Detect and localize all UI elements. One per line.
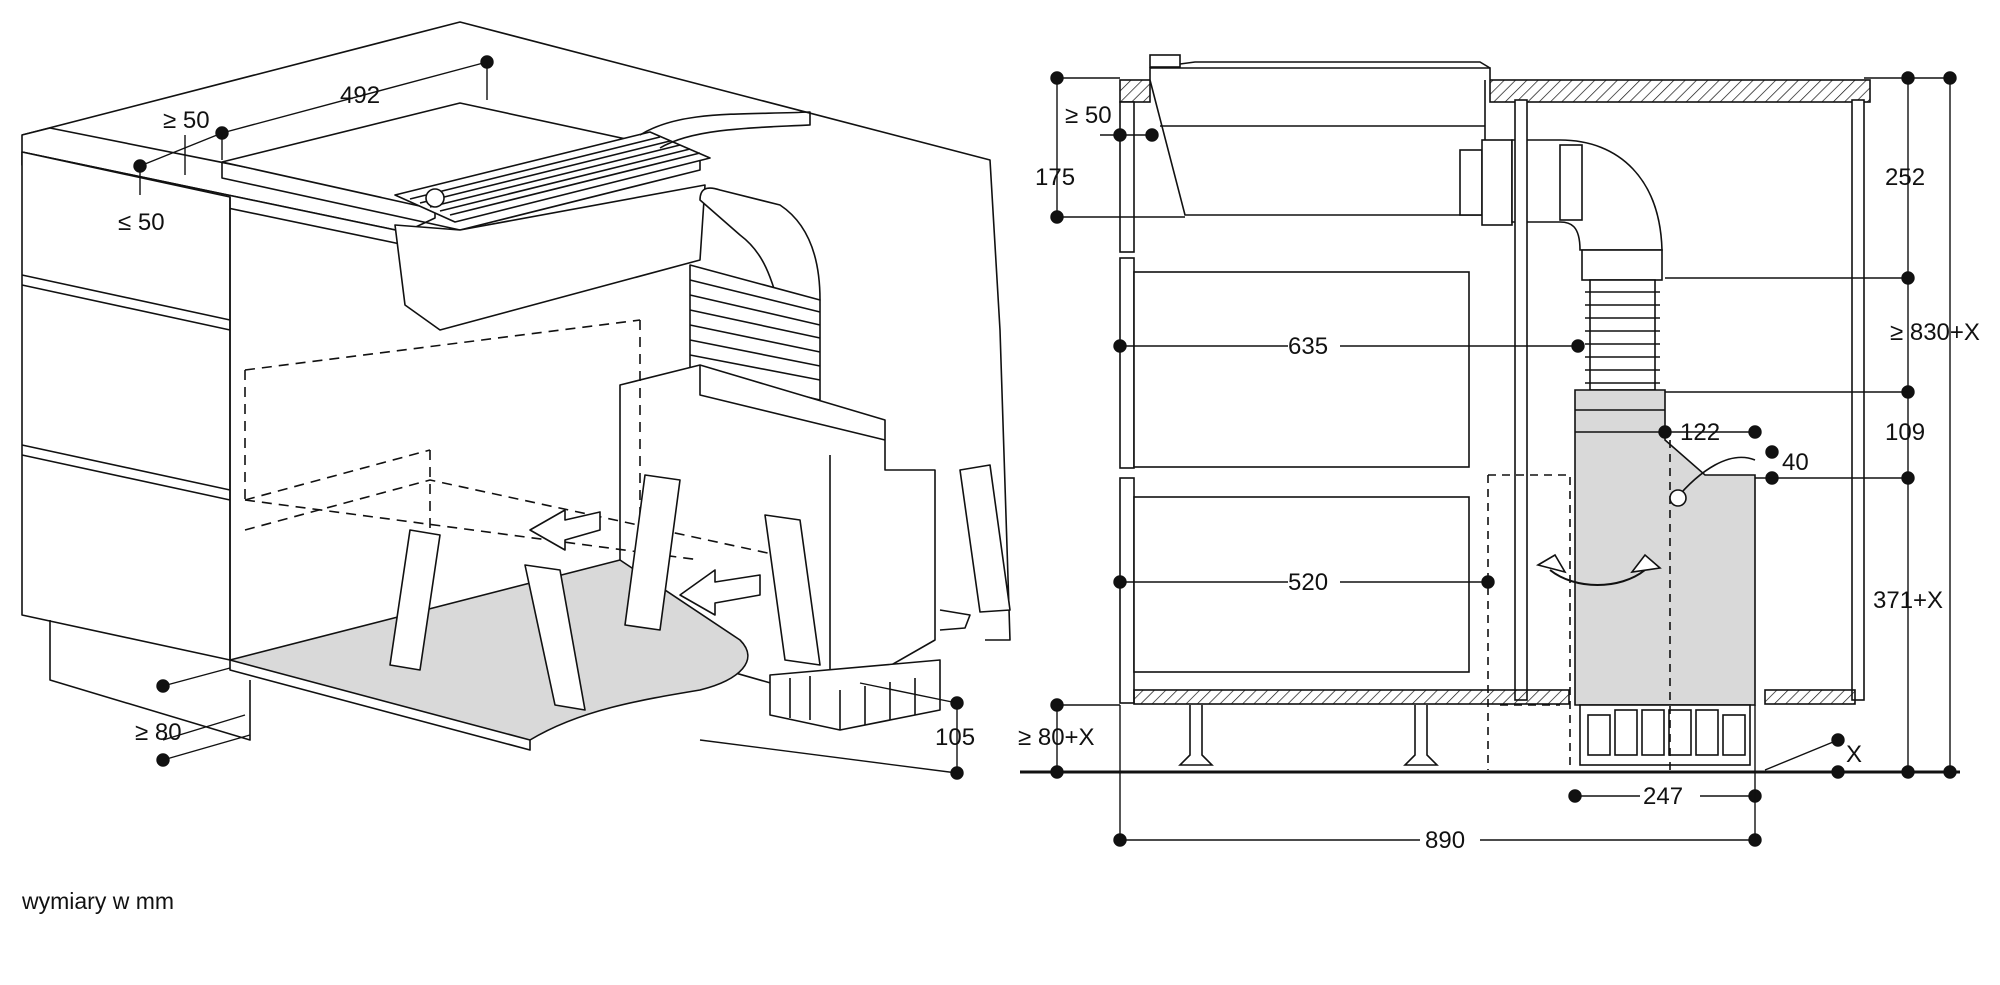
cabinet-side-board xyxy=(1514,99,1528,701)
back-wall-outline xyxy=(21,21,1011,641)
right-bellows xyxy=(1585,279,1660,391)
left-dimensions xyxy=(133,55,964,780)
bottom-shelf-right xyxy=(1764,689,1856,705)
right-dim-labels: ≥ 50 175 252 ≥ 830+X 635 122 40 109 371+… xyxy=(1018,102,1980,854)
dim-label-109: 109 xyxy=(1885,419,1925,446)
units-caption: wymiary w mm xyxy=(22,888,175,914)
arrow-left-1 xyxy=(529,509,601,551)
drawer-box-lower xyxy=(1133,496,1470,673)
drawer-front-2 xyxy=(1119,257,1135,469)
hob-top xyxy=(1149,67,1491,80)
drawer-box-upper xyxy=(1133,271,1470,468)
extractor-housing xyxy=(394,184,706,331)
bellows-duct xyxy=(689,264,821,401)
right-fan-grille xyxy=(1579,704,1751,766)
right-duct-elbow xyxy=(1511,139,1663,251)
right-dimensions xyxy=(1050,71,1957,847)
dim-label-ge830x: ≥ 830+X xyxy=(1890,319,1980,346)
leg-left xyxy=(1178,705,1214,766)
bottom-shelf-left xyxy=(1133,689,1570,705)
leg-right xyxy=(1403,705,1439,766)
vent-grille xyxy=(394,131,711,223)
dim-label-492: 492 xyxy=(340,82,380,109)
drawer-front-1 xyxy=(1119,101,1135,253)
dim-label-40: 40 xyxy=(1782,449,1809,476)
dim-label-371x: 371+X xyxy=(1873,587,1943,614)
left-3d-view xyxy=(21,21,1011,751)
mounting-brackets xyxy=(389,464,1011,711)
dim-label-122: 122 xyxy=(1680,419,1720,446)
countertop-section-left xyxy=(1119,79,1151,103)
plinth xyxy=(49,620,251,741)
dim-label-252: 252 xyxy=(1885,164,1925,191)
dim-label-x: X xyxy=(1846,741,1862,768)
arrow-left-2 xyxy=(679,569,761,616)
countertop-section-right xyxy=(1489,79,1871,103)
dim-label-ge50-left: ≥ 50 xyxy=(163,107,210,134)
dim-label-ge80x: ≥ 80+X xyxy=(1018,724,1095,751)
hob-body xyxy=(1149,79,1486,216)
left-dim-labels: 492 ≥ 50 ≤ 50 ≥ 80 105 xyxy=(118,82,975,751)
dim-label-le50: ≤ 50 xyxy=(118,209,165,236)
dim-label-175: 175 xyxy=(1035,164,1075,191)
fan-grille xyxy=(769,659,941,731)
dim-label-247: 247 xyxy=(1643,783,1683,810)
base-panel xyxy=(229,559,749,741)
dim-label-635: 635 xyxy=(1288,333,1328,360)
dim-label-105-left: 105 xyxy=(935,724,975,751)
duct-elbow xyxy=(699,187,821,311)
right-section-view xyxy=(1020,54,1960,774)
dim-label-ge50-right: ≥ 50 xyxy=(1065,102,1112,129)
drawer-front-3 xyxy=(1119,477,1135,704)
rotate-arrows xyxy=(1549,569,1646,586)
dim-label-890: 890 xyxy=(1425,827,1465,854)
dim-label-520: 520 xyxy=(1288,569,1328,596)
dim-label-ge80: ≥ 80 xyxy=(135,719,182,746)
